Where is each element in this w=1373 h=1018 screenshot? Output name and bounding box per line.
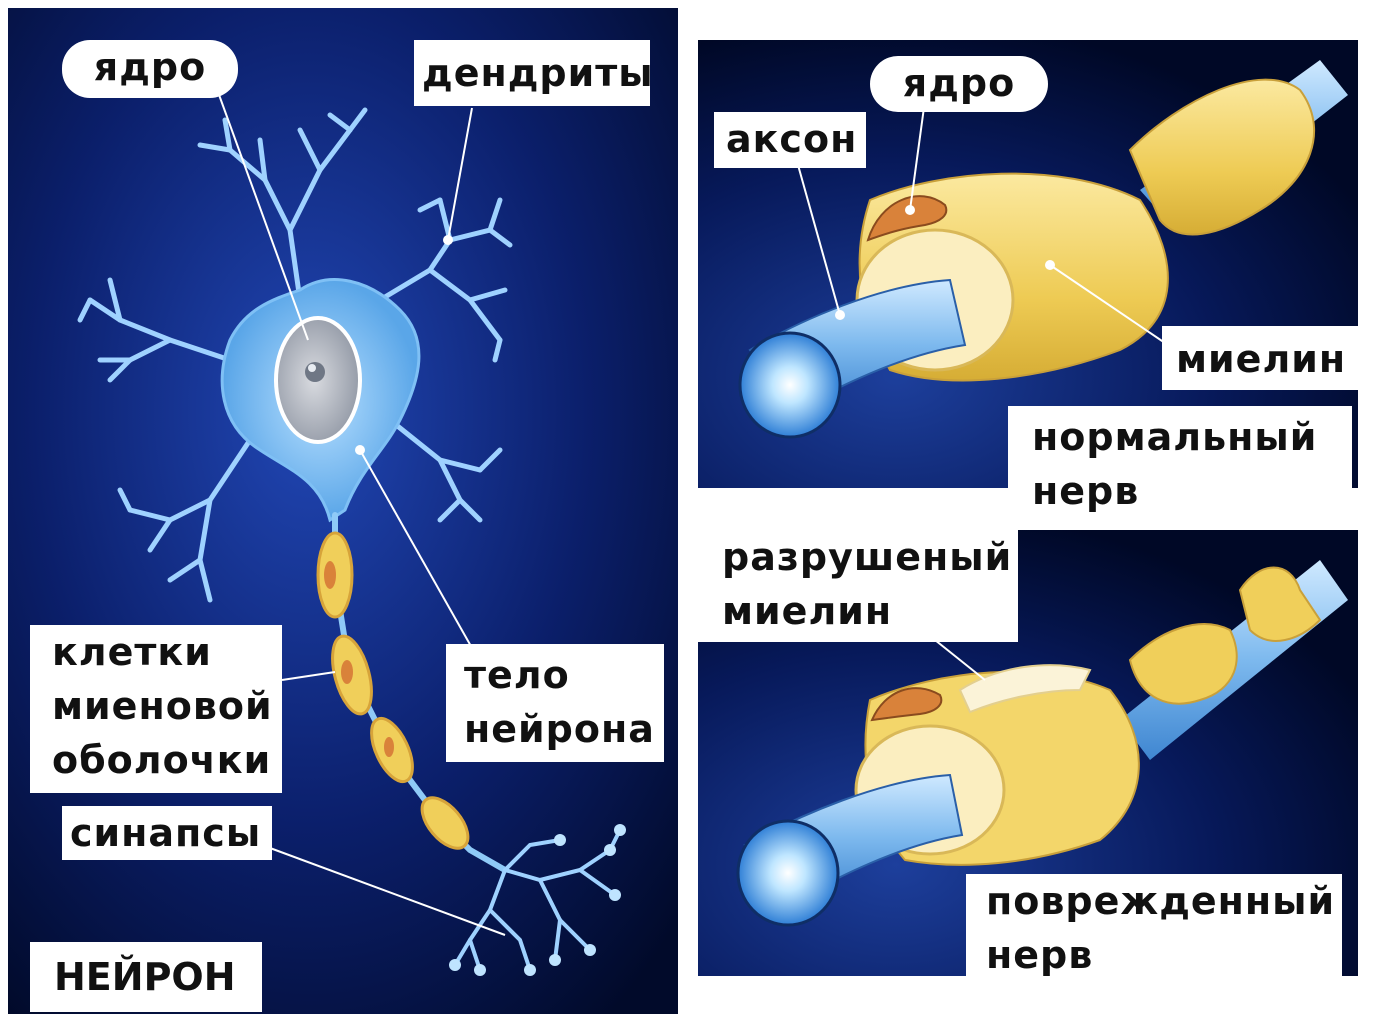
normal-nerve-caption-line-2: нерв	[1032, 464, 1352, 518]
cell-body-label-line-2: нейрона	[464, 702, 664, 756]
normal-nerve-caption: нормальный нерв	[1008, 406, 1352, 518]
normal-nerve-nucleus-label: ядро	[870, 56, 1048, 112]
neuron-title: НЕЙРОН	[30, 942, 262, 1012]
normal-nerve-caption-line-1: нормальный	[1032, 410, 1352, 464]
destroyed-myelin-label-line-2: миелин	[722, 584, 1018, 638]
damaged-nerve-caption-line-2: нерв	[986, 928, 1342, 982]
myelin-cells-label-line-2: миеновой	[52, 679, 282, 733]
destroyed-myelin-label-line-1: разрушеный	[722, 530, 1018, 584]
damaged-nerve-caption: поврежденный нерв	[966, 874, 1342, 986]
myelin-label: миелин	[1162, 326, 1358, 390]
synapses-label: синапсы	[62, 806, 272, 860]
damaged-nerve-caption-line-1: поврежденный	[986, 874, 1342, 928]
dendrites-label: дендриты	[414, 40, 650, 106]
cell-body-label: тело нейрона	[446, 644, 664, 762]
myelin-cells-label: клетки миеновой оболочки	[30, 625, 282, 793]
myelin-cells-label-line-1: клетки	[52, 625, 282, 679]
destroyed-myelin-label: разрушеный миелин	[690, 530, 1018, 642]
myelin-cells-label-line-3: оболочки	[52, 733, 282, 787]
axon-label: аксон	[714, 112, 866, 168]
neuron-nucleus-label: ядро	[62, 40, 238, 98]
cell-body-label-line-1: тело	[464, 648, 664, 702]
